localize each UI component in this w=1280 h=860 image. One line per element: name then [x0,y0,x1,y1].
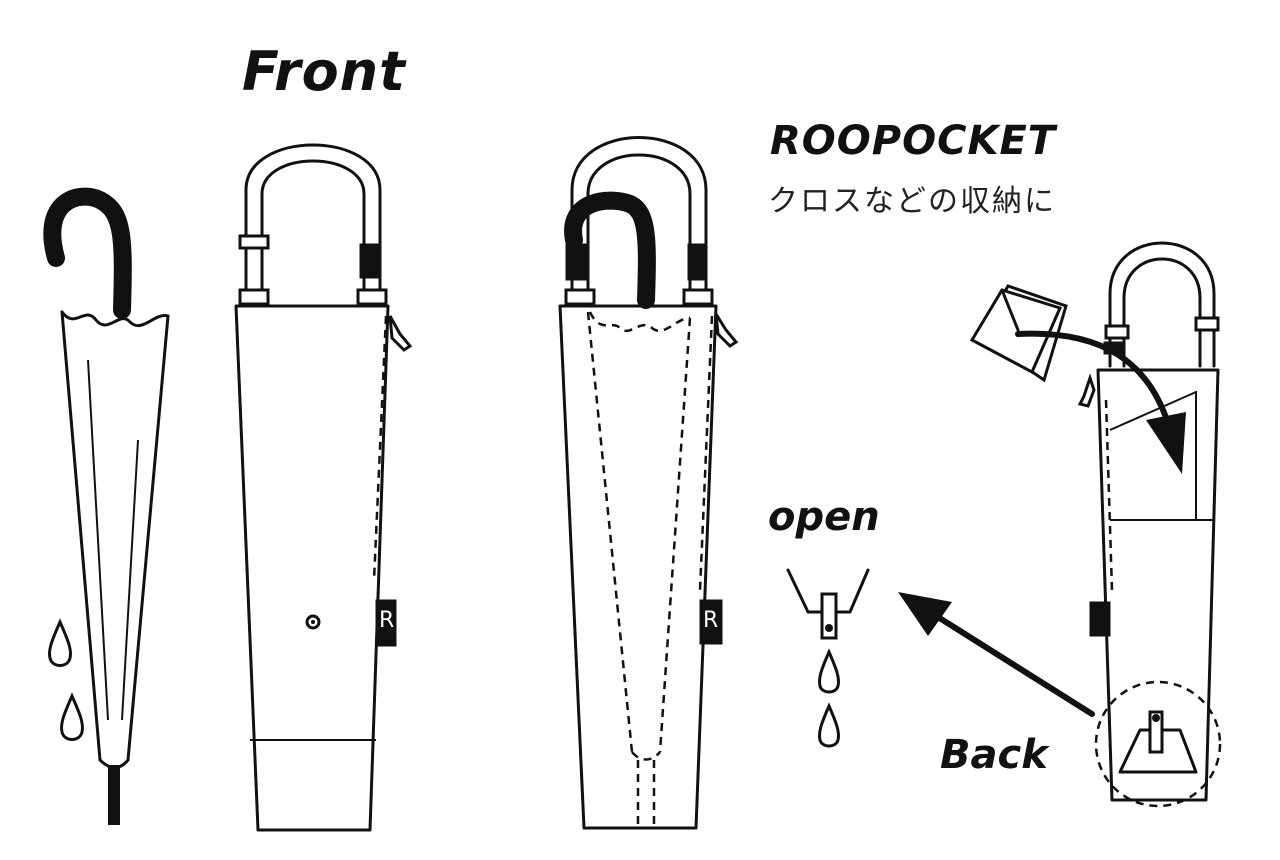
drop-icon [60,692,84,741]
drop-icon [48,618,72,667]
bag-with-umbrella-icon [558,136,739,830]
brand-title: ROOPOCKET [770,118,1057,164]
brand-tag-inside: R [703,608,719,633]
open-label: open [768,494,880,540]
umbrella-icon [43,187,170,825]
drop-icon [818,702,840,748]
back-label: Back [940,732,1048,778]
storage-caption: クロスなどの収納に [768,184,1056,219]
arrow-icon [898,592,1095,717]
front-title: Front [242,40,406,103]
drop-icon [818,648,840,694]
bag-back-icon [1077,241,1222,808]
arrow-icon [1015,330,1186,474]
brand-tag-front: R [379,608,395,633]
drain-open-detail [786,568,870,748]
bag-front-icon [234,143,413,832]
